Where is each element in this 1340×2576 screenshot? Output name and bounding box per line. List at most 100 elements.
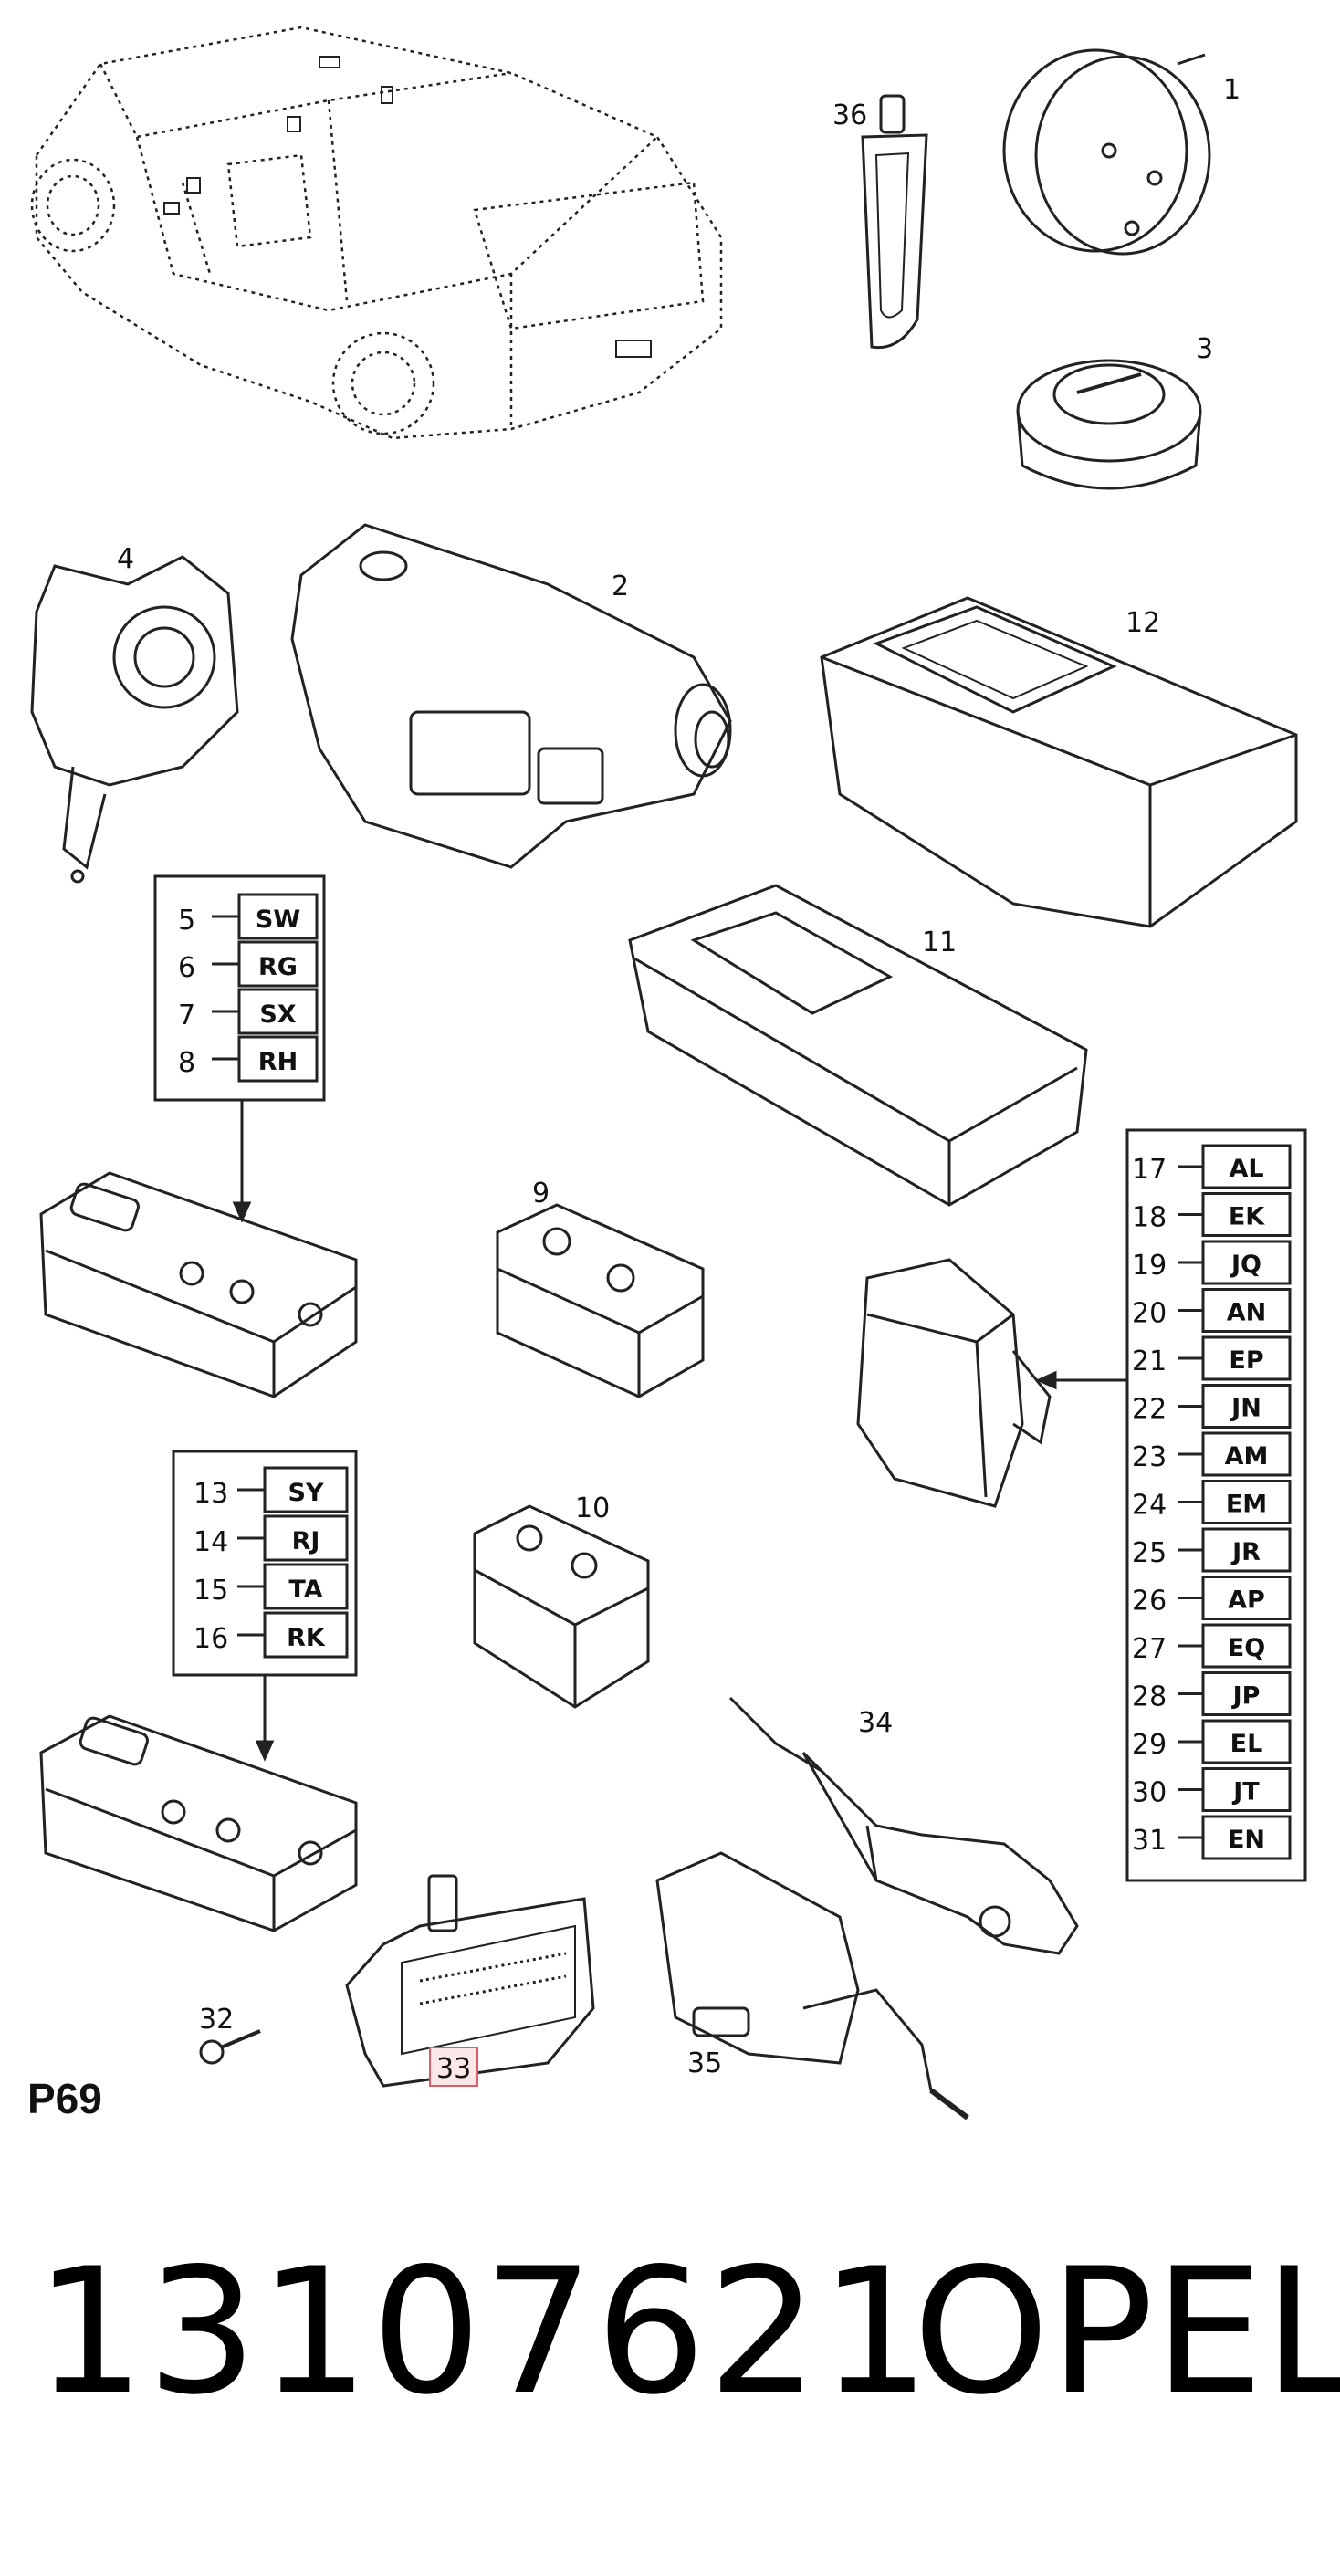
legend-number: 26: [1132, 1586, 1167, 1618]
part-9-switch: [496, 1203, 705, 1398]
window-switch-pack-b: [39, 1714, 358, 1932]
legend-row: 30 JT: [1132, 1767, 1292, 1812]
callout-3: 3: [1196, 333, 1213, 365]
legend-code: RH: [258, 1048, 298, 1076]
legend-number: 27: [1132, 1633, 1167, 1665]
legend-number: 20: [1132, 1298, 1167, 1330]
part-number: 13107621: [35, 2231, 933, 2433]
part-4-window-motor: [30, 555, 239, 884]
legend-code-box: [1201, 1192, 1292, 1237]
brand-name: OPEL: [913, 2231, 1340, 2433]
control-module: [856, 1258, 1127, 1508]
legend-number: 31: [1132, 1825, 1167, 1857]
legend-number: 14: [194, 1526, 228, 1558]
legend-number: 24: [1132, 1490, 1167, 1522]
callouts: 36 1 3 4 2 12 11 9 10 34 32 35 33 P69: [27, 74, 1241, 2122]
part-1-speaker: [1002, 48, 1211, 256]
legend-code: AM: [1225, 1442, 1269, 1471]
part-2-actuator: [290, 523, 732, 869]
legend-row: 28 JP: [1132, 1671, 1292, 1716]
vehicle-outline: [30, 26, 723, 440]
legend-code: JN: [1230, 1395, 1261, 1423]
window-switch-pack-a: [39, 1171, 358, 1398]
page-label: P69: [27, 2075, 102, 2122]
legend-code-box: [1201, 1288, 1292, 1333]
callout-36: 36: [832, 99, 867, 131]
legend-code-box: [1201, 1576, 1292, 1620]
legend-number: 8: [178, 1047, 195, 1079]
callout-10: 10: [575, 1492, 610, 1524]
legend-code-box: [1201, 1384, 1292, 1429]
legend-code: EK: [1229, 1203, 1265, 1231]
legend-code: AL: [1229, 1155, 1263, 1183]
legend-code-box: [1201, 1335, 1292, 1381]
legend-code-box: [237, 1035, 319, 1083]
legend-code: JP: [1231, 1682, 1261, 1711]
legend-number: 5: [178, 905, 195, 937]
legend-row: 23 AM: [1132, 1431, 1292, 1477]
legend-number: 17: [1132, 1154, 1167, 1186]
callout-2: 2: [612, 571, 629, 602]
legend-code-box: [1201, 1671, 1292, 1716]
legend-code-box: [237, 893, 319, 940]
legend-code: EN: [1228, 1826, 1265, 1854]
legend-code: JT: [1231, 1778, 1260, 1806]
legend-number: 21: [1132, 1346, 1167, 1377]
legend-code-box: [1201, 1719, 1292, 1764]
part-35-lock-actuator: [655, 1851, 969, 2120]
callout-11: 11: [922, 927, 957, 958]
legend-row: 6 RG: [178, 940, 319, 988]
part-32-screw: [199, 2029, 261, 2065]
legend-code-box: [1201, 1767, 1292, 1812]
legend-number: 18: [1132, 1202, 1167, 1234]
legend-code: EQ: [1228, 1634, 1265, 1662]
legend-code-box: [263, 1611, 349, 1659]
legend-row: 18 EK: [1132, 1192, 1292, 1237]
part-12-switch-housing: [820, 596, 1298, 928]
legend-number: 28: [1132, 1681, 1167, 1713]
legend-code-box: [237, 988, 319, 1035]
legend-code: JQ: [1230, 1251, 1261, 1279]
legend-code-box: [1201, 1240, 1292, 1285]
legend-code-box: [263, 1514, 349, 1562]
legend-number: 13: [194, 1478, 228, 1510]
legend-code-box: [263, 1466, 349, 1513]
vehicle-component-markers: [163, 56, 652, 358]
legend-code: RK: [287, 1624, 326, 1652]
callout-33-highlight: [429, 2047, 478, 2087]
legend-code: TA: [288, 1576, 322, 1604]
callout-35: 35: [687, 2047, 722, 2079]
callout-4: 4: [117, 543, 134, 575]
legend-code: RJ: [292, 1527, 320, 1555]
legend-code-box: [237, 940, 319, 988]
legend-code: AP: [1228, 1586, 1265, 1615]
legend-row: 17 AL: [1132, 1144, 1292, 1189]
legend-code-box: [1201, 1480, 1292, 1524]
legend-number: 23: [1132, 1441, 1167, 1473]
legend-number: 7: [178, 1000, 195, 1031]
legend-code-box: [263, 1563, 349, 1610]
legend-row: 21 EP: [1132, 1335, 1292, 1381]
part-10-switch: [473, 1504, 650, 1709]
legend-code: RG: [258, 953, 298, 981]
legend-number: 6: [178, 952, 195, 984]
legend-code-box: [1201, 1144, 1292, 1189]
callout-12: 12: [1125, 607, 1160, 639]
part-3-rotary-switch: [1016, 359, 1202, 490]
legend-number: 30: [1132, 1777, 1167, 1809]
legend-code: EP: [1229, 1346, 1263, 1375]
legend-number: 25: [1132, 1537, 1167, 1569]
